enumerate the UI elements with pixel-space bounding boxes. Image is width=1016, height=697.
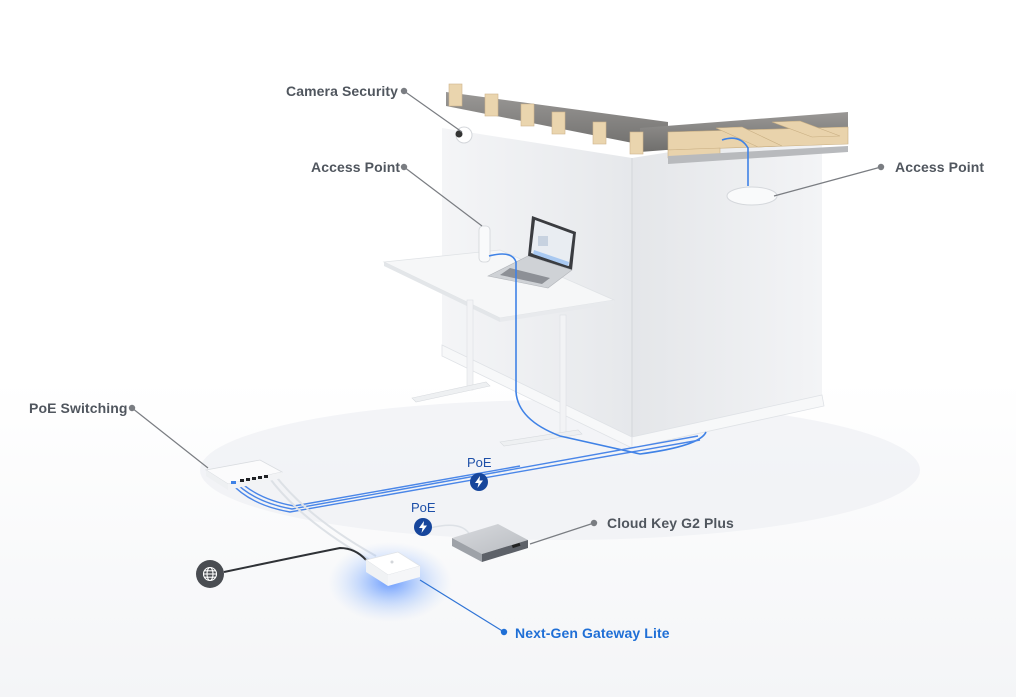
poe-switch-device (204, 459, 284, 490)
baseboard-right (631, 394, 825, 449)
leader-cloud-key (529, 522, 595, 545)
label-cloud-key: Cloud Key G2 Plus (607, 515, 734, 531)
poe-label: PoE (467, 455, 492, 470)
leader-dot-gateway (500, 628, 508, 636)
ceiling-cable (721, 137, 749, 186)
desk-foot-right (499, 429, 583, 447)
desk-leg-left (466, 299, 474, 391)
leader-camera (403, 90, 463, 133)
label-access-point-left: Access Point (311, 159, 401, 175)
leader-gateway (419, 579, 505, 633)
leader-poe-switching (131, 407, 209, 469)
desk-cable (488, 253, 707, 455)
label-poe-switching: PoE Switching (29, 400, 128, 416)
desk-top-edge2 (500, 300, 614, 322)
wall (441, 83, 849, 449)
wall-right-face (632, 128, 822, 445)
ceiling-access-point-device (726, 186, 778, 206)
floor-shadow (200, 400, 920, 540)
leader-access-point-left (403, 166, 483, 227)
label-access-point-right: Access Point (895, 159, 985, 175)
desk-foot-left (411, 381, 491, 403)
laptop (487, 216, 576, 289)
desk-leg-right (559, 314, 567, 436)
wood-studs (448, 83, 644, 155)
leader-access-point-right (773, 166, 882, 197)
cloud-key-cable (429, 524, 471, 536)
leader-dots (128, 87, 885, 527)
globe-icon (196, 560, 224, 588)
desk-access-point-device (478, 225, 491, 263)
cloud-key-device (452, 524, 528, 562)
ceiling-drywall (668, 146, 848, 164)
label-gateway: Next-Gen Gateway Lite (515, 625, 670, 641)
lightning-bolt-icon (414, 518, 432, 536)
desk (382, 249, 616, 447)
wan-cable (223, 546, 367, 573)
leader-lines (131, 90, 882, 545)
poe-label: PoE (411, 500, 436, 515)
gateway-device (365, 551, 421, 586)
label-camera-security: Camera Security (286, 83, 399, 99)
lightning-bolt-icon (470, 473, 488, 491)
